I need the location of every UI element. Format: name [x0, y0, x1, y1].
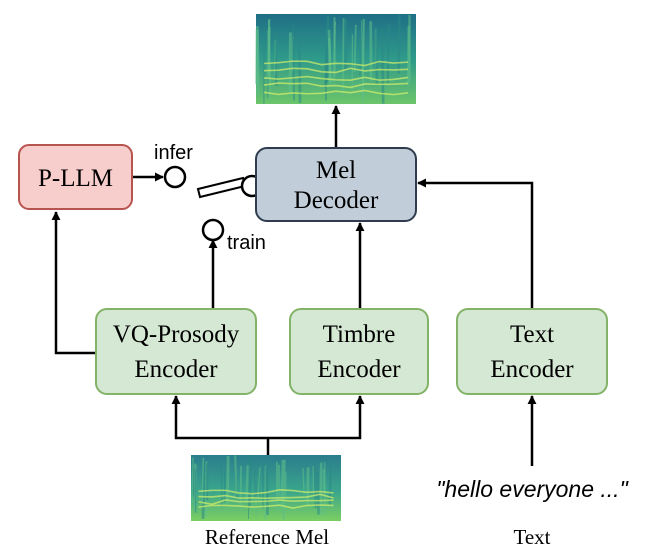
text-encoder-label-line2: Encoder: [490, 356, 574, 383]
spectrogram-streak: [274, 31, 278, 86]
spectrogram-streak: [314, 465, 317, 509]
reference-mel-caption: Reference Mel: [205, 525, 329, 549]
spectrogram-streak: [201, 457, 205, 504]
infer-terminal: [163, 165, 187, 189]
text-encoder-box: [456, 308, 608, 395]
spectrogram-harmonic: [198, 493, 334, 500]
vq-prosody-encoder-label-line2: Encoder: [134, 356, 218, 383]
spectrogram-streak: [249, 454, 252, 507]
reference-mel-spectrogram: [191, 454, 341, 521]
train-terminal: [201, 218, 225, 242]
pllm-box: [18, 144, 133, 210]
spectrogram-streak: [245, 465, 250, 501]
arrow-ref-to-vq: [171, 395, 268, 440]
spectrogram-streak: [306, 467, 310, 507]
spectrogram-streak: [254, 470, 258, 497]
spectrogram-streak: [223, 468, 227, 503]
spectrogram-streak: [247, 461, 250, 519]
spectrogram-harmonic: [198, 504, 334, 509]
spectrogram-streak: [362, 19, 365, 88]
spectrogram-harmonic: [263, 67, 409, 74]
spectrogram-streak: [332, 21, 336, 86]
mel-decoder-label-line2: Decoder: [294, 187, 379, 214]
spectrogram-streak: [191, 457, 194, 504]
spectrogram-streak: [267, 27, 271, 78]
spectrogram-streak: [359, 27, 362, 77]
switch-lever: [196, 174, 264, 199]
spectrogram-streak: [234, 455, 238, 496]
spectrogram-harmonic: [263, 82, 409, 89]
spectrogram-harmonic: [263, 75, 409, 81]
arrow-ref-to-timbre: [268, 395, 365, 440]
spectrogram-harmonic: [198, 499, 334, 506]
spectrogram-harmonic: [263, 60, 409, 67]
vq-prosody-encoder-node: VQ-Prosody Encoder: [95, 308, 257, 395]
spectrogram-streak: [374, 27, 379, 85]
spectrogram-streak: [297, 37, 302, 103]
timbre-encoder-label-line2: Encoder: [317, 356, 401, 383]
spectrogram-streak: [280, 459, 284, 508]
spectrogram-streak: [397, 14, 401, 74]
spectrogram-harmonic: [263, 89, 409, 96]
connectors: [51, 105, 537, 466]
text-input-quote: "hello everyone ...": [436, 476, 629, 502]
spectrogram-harmonic: [198, 489, 334, 495]
mel-decoder-label-line1: Mel: [316, 157, 356, 184]
train-label: train: [227, 232, 266, 254]
spectrogram-streak: [255, 26, 260, 95]
vq-prosody-encoder-label-line1: VQ-Prosody: [113, 321, 240, 348]
spectrogram-streak: [262, 459, 265, 509]
pllm-node: P-LLM: [18, 144, 133, 210]
spectrogram-streak: [380, 28, 385, 104]
text-input-caption: Text: [513, 525, 550, 549]
arrow-text-to-decoder: [417, 178, 534, 309]
spectrogram-streak: [257, 467, 261, 498]
spectrogram-streak: [220, 457, 223, 507]
output-spectrogram: [255, 14, 416, 104]
timbre-encoder-box: [289, 308, 429, 395]
arrow-vq-to-pllm: [51, 211, 96, 355]
spectrogram-streak: [328, 460, 332, 505]
text-encoder-node: Text Encoder: [456, 308, 608, 395]
spectrogram-streak: [315, 471, 321, 515]
vq-prosody-encoder-box: [95, 308, 257, 395]
spectrogram-streak: [342, 18, 345, 96]
spectrogram-streak: [386, 23, 390, 84]
pllm-label: P-LLM: [38, 165, 113, 192]
switch-lever-bar: [196, 176, 247, 199]
infer-label: infer: [154, 142, 193, 164]
text-encoder-label-line1: Text: [510, 321, 554, 348]
spectrogram-streak: [328, 37, 332, 84]
mel-decoder-box: [255, 147, 417, 222]
timbre-encoder-label-line1: Timbre: [323, 321, 396, 348]
timbre-encoder-node: Timbre Encoder: [289, 308, 429, 395]
spectrogram-streak: [302, 467, 305, 495]
spectrogram-streak: [265, 466, 269, 515]
spectrogram-streak: [192, 467, 195, 497]
mel-decoder-node: Mel Decoder: [255, 147, 417, 222]
spectrogram-streak: [323, 462, 326, 515]
